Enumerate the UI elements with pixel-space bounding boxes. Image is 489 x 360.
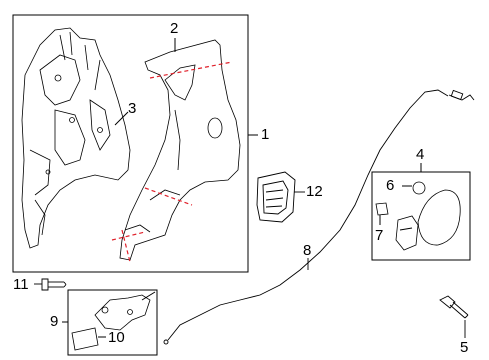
callout-7: 7 (375, 227, 384, 244)
callout-1: 1 (261, 126, 270, 143)
callout-12: 12 (306, 183, 323, 200)
leader-3 (114, 111, 129, 126)
callout-10: 10 (108, 329, 125, 346)
screw-11 (34, 278, 67, 291)
quarter-panel-assembly-box (12, 14, 249, 273)
fuel-door-box (371, 163, 471, 261)
callout-5: 5 (460, 339, 469, 356)
callout-8: 8 (303, 242, 312, 259)
actuator-box (62, 289, 158, 356)
cut-lines (111, 61, 233, 263)
outer-quarter-panel (119, 39, 241, 261)
callout-6: 6 (386, 177, 395, 194)
callout-11: 11 (13, 276, 29, 293)
fuel-door-housing (256, 171, 305, 223)
callout-4: 4 (416, 146, 425, 163)
callout-2: 2 (170, 20, 179, 37)
fuel-door-cable (163, 89, 475, 345)
callout-9: 9 (50, 313, 59, 330)
callout-3: 3 (128, 100, 137, 117)
bolt-5 (439, 295, 469, 338)
inner-quarter-panel (21, 27, 131, 249)
